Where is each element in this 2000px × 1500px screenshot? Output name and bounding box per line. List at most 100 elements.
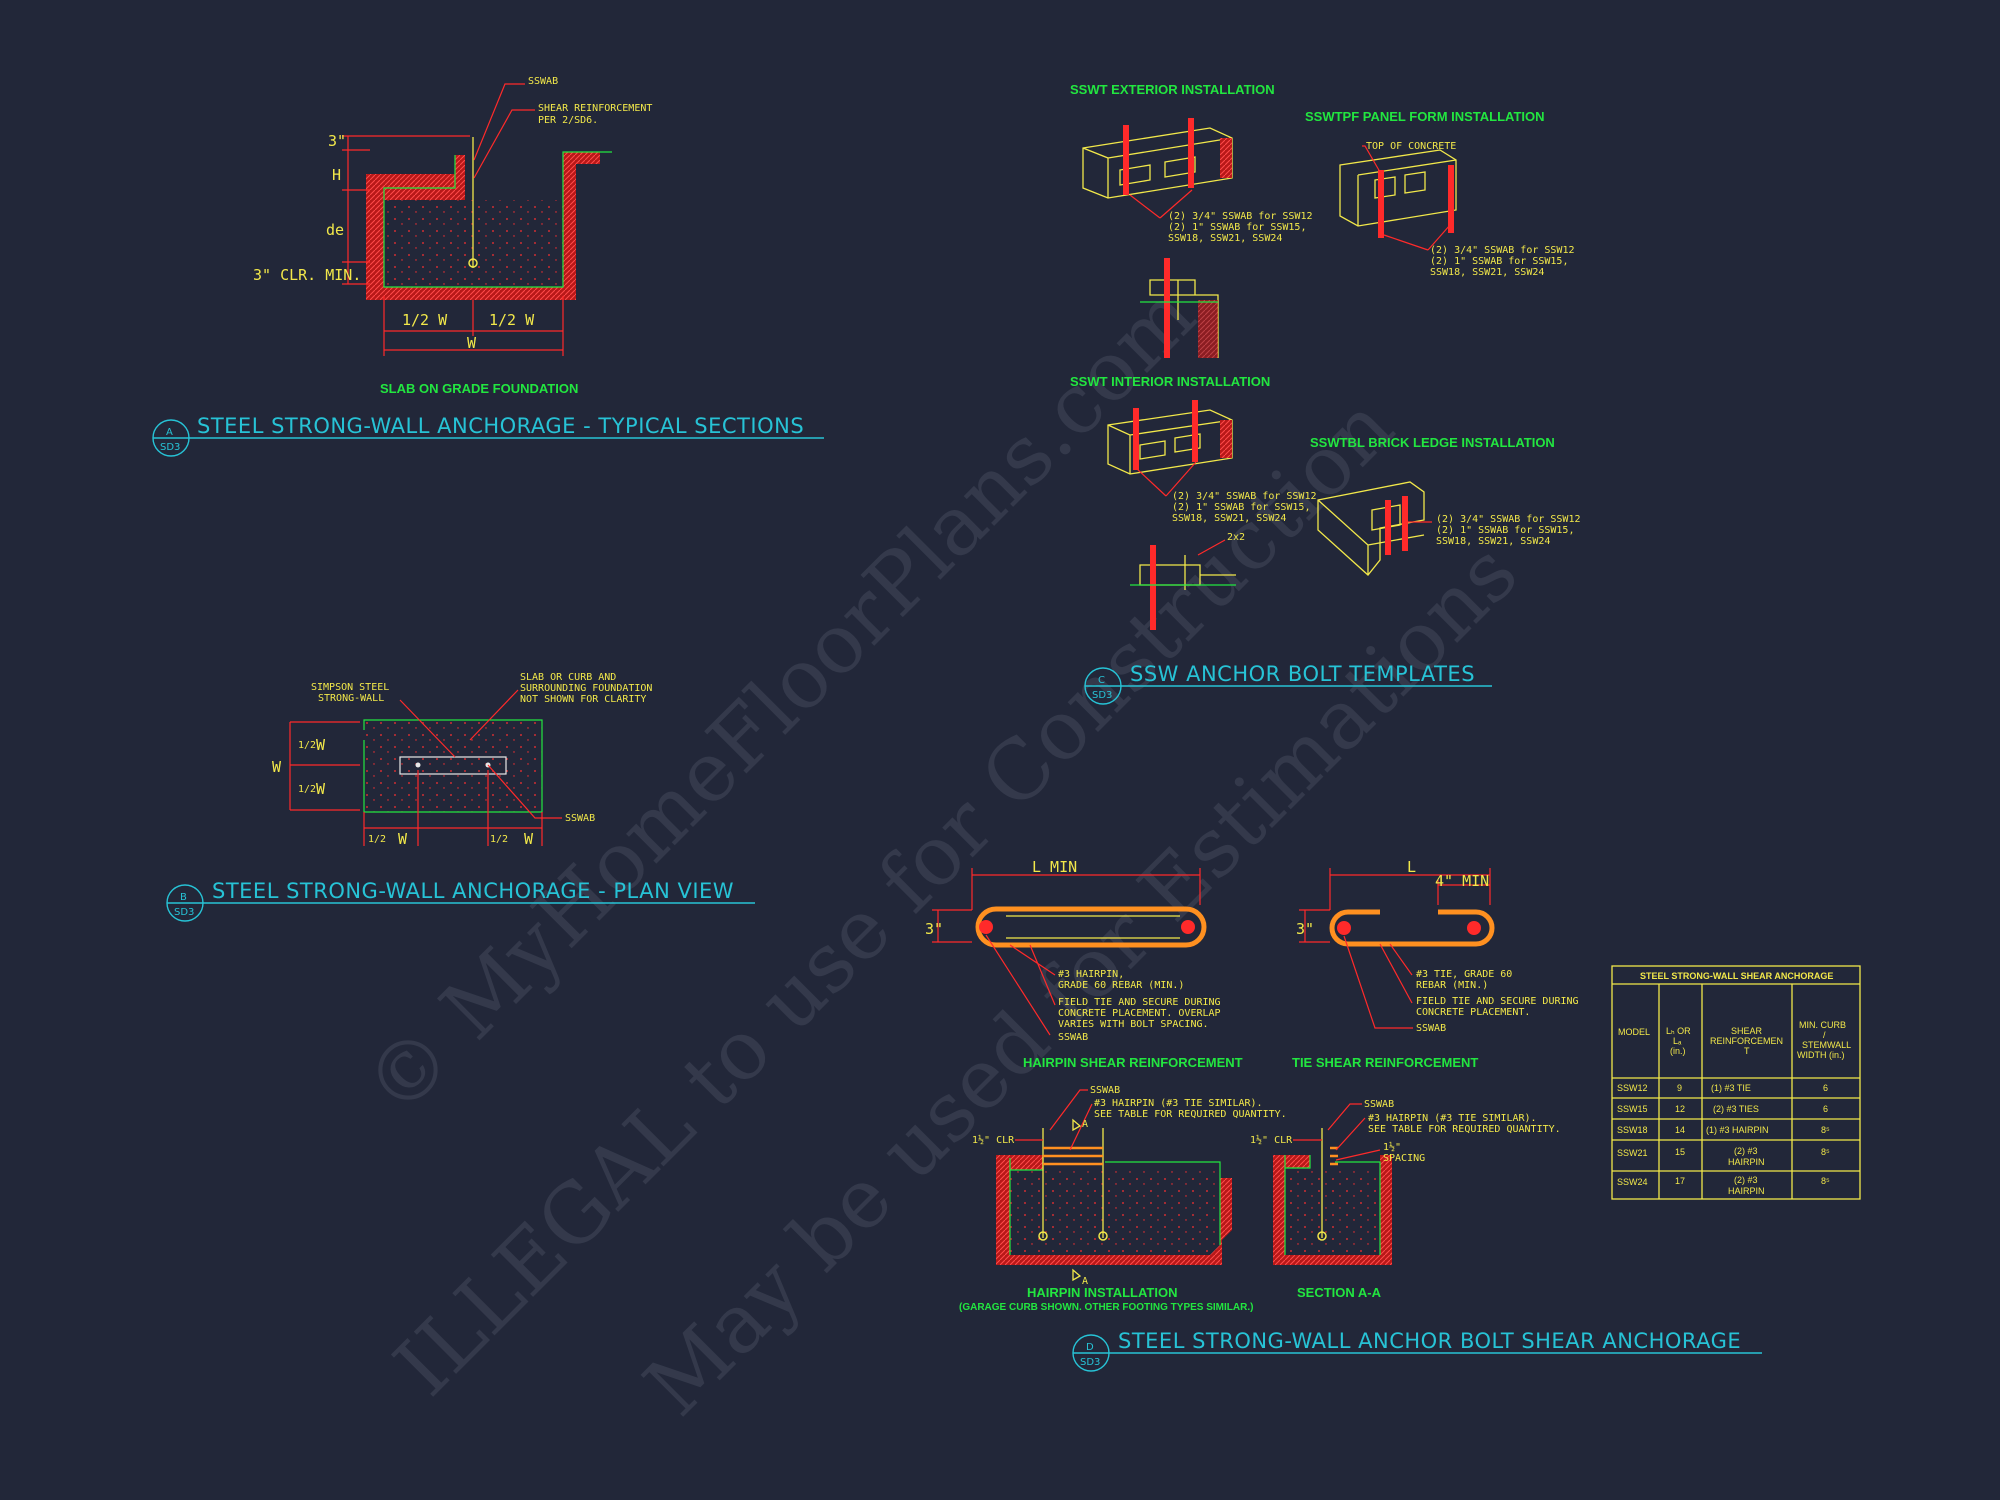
detail-b-title: STEEL STRONG-WALL ANCHORAGE - PLAN VIEW — [212, 879, 734, 903]
tie-note-1: #3 TIE, GRADE 60 — [1416, 969, 1512, 980]
table-cell: 8⁵ — [1821, 1125, 1830, 1135]
th-l-3: (in.) — [1670, 1046, 1686, 1056]
ext-bolt-note-1: (2) 3/4" SSWAB for SSW12 — [1168, 211, 1313, 222]
hairpin-concrete — [1010, 1170, 1220, 1255]
panel-bolt-note-1: (2) 3/4" SSWAB for SSW12 — [1430, 245, 1575, 256]
leader-sswab-plan — [487, 764, 562, 819]
th-curb-1: MIN. CURB — [1799, 1020, 1846, 1030]
dim-de: de — [326, 221, 344, 239]
int-wall-post — [1220, 420, 1232, 458]
ext-install-title: SSWT EXTERIOR INSTALLATION — [1070, 82, 1275, 97]
th-shear-2: REINFORCEMEN — [1710, 1036, 1783, 1046]
frac-top: 1/2 — [298, 740, 316, 751]
dim-half-w-left: 1/2 W — [402, 311, 448, 329]
ext-leader — [1129, 189, 1193, 219]
table-cell: 12 — [1675, 1104, 1685, 1114]
panel-bolt-2 — [1448, 165, 1454, 233]
dim-3-inch: 3" — [328, 132, 346, 150]
brick-bolt-note-3: SSW18, SSW21, SSW24 — [1436, 536, 1550, 547]
int-bolt-note-2: (2) 1" SSWAB for SSW15, — [1172, 502, 1310, 513]
table-columns — [1658, 984, 1793, 1199]
aa-hairpin — [1330, 1146, 1338, 1166]
ext-bolt-note-2: (2) 1" SSWAB for SSW15, — [1168, 222, 1306, 233]
label-slab-3: NOT SHOWN FOR CLARITY — [520, 694, 646, 705]
detail-c-title: SSW ANCHOR BOLT TEMPLATES — [1130, 662, 1475, 686]
section-cut-bottom — [1072, 1268, 1082, 1282]
tag-sheet: SD3 — [174, 907, 194, 918]
tag-letter: C — [1098, 675, 1105, 686]
detail-a-title: STEEL STRONG-WALL ANCHORAGE - TYPICAL SE… — [197, 414, 804, 438]
table-title: STEEL STRONG-WALL SHEAR ANCHORAGE — [1640, 971, 1833, 981]
plan-dims — [289, 721, 543, 846]
th-curb-3: STEMWALL — [1802, 1040, 1851, 1050]
dim-4-min: 4" MIN — [1435, 872, 1489, 890]
hairpin-leaders — [985, 934, 1056, 1036]
shear-anchorage-table: STEEL STRONG-WALL SHEAR ANCHORAGE MODEL … — [1611, 965, 1861, 1200]
int-bolt-note-3: SSW18, SSW21, SSW24 — [1172, 513, 1286, 524]
tie-note-5: SSWAB — [1416, 1023, 1446, 1034]
aa-note-1: SSWAB — [1364, 1099, 1394, 1110]
th-l-1: Lₕ OR — [1666, 1026, 1691, 1036]
table-cell: 17 — [1675, 1176, 1685, 1186]
panel-bolt-note-2: (2) 1" SSWAB for SSW15, — [1430, 256, 1568, 267]
brick-bolt-note-1: (2) 3/4" SSWAB for SSW12 — [1436, 514, 1581, 525]
detail-d-shear-anchorage: L MIN 3" #3 HAIRPIN, GRADE 60 REBAR (MIN… — [925, 858, 1762, 1372]
hp-note-6: SSWAB — [1058, 1032, 1088, 1043]
int-leader-2x2 — [1197, 539, 1226, 556]
footing-hatch — [366, 155, 465, 186]
hp-note-4: CONCRETE PLACEMENT. OVERLAP — [1058, 1008, 1221, 1019]
panel-leader-top — [1362, 145, 1381, 173]
table-cell: (2) #3 — [1734, 1146, 1758, 1156]
table-cell: HAIRPIN — [1728, 1157, 1765, 1167]
inst-note-3: SEE TABLE FOR REQUIRED QUANTITY. — [1094, 1109, 1287, 1120]
aa-concrete — [1285, 1168, 1380, 1255]
table-cell: 9 — [1677, 1083, 1682, 1093]
section-cut-top — [1072, 1118, 1082, 1132]
hairpin-title: HAIRPIN SHEAR REINFORCEMENT — [1023, 1055, 1243, 1070]
dim-w: W — [467, 334, 477, 352]
dim-3-hairpin: 3" — [925, 920, 943, 938]
aa-note-2: #3 HAIRPIN (#3 TIE SIMILAR). — [1368, 1113, 1537, 1124]
tie-bolt-left — [1337, 921, 1351, 935]
label-simpson-2: STRONG-WALL — [318, 693, 384, 704]
tag-sheet: SD3 — [160, 442, 180, 453]
detail-c-anchor-bolt-templates: SSWT EXTERIOR INSTALLATION (2) 3/4" SSWA… — [1070, 82, 1581, 705]
panel-form-title: SSWTPF PANEL FORM INSTALLATION — [1305, 109, 1545, 124]
tag-letter: D — [1086, 1342, 1094, 1353]
tag-letter: A — [166, 427, 173, 438]
dim-half-w-top: W — [316, 736, 326, 754]
int-bolt-1 — [1133, 408, 1139, 470]
th-l-2: Lₐ — [1673, 1036, 1682, 1046]
ext-section-hatch — [1198, 300, 1218, 358]
leader-sswab — [473, 83, 525, 161]
tie-title: TIE SHEAR REINFORCEMENT — [1292, 1055, 1478, 1070]
tie-note-3: FIELD TIE AND SECURE DURING — [1416, 996, 1579, 1007]
hp-note-5: VARIES WITH BOLT SPACING. — [1058, 1019, 1209, 1030]
dim-w-plan: W — [272, 758, 282, 776]
detail-b-plan-view: SIMPSON STEEL STRONG-WALL SLAB OR CURB A… — [166, 672, 755, 922]
leader-simpson — [399, 699, 456, 758]
int-install-title: SSWT INTERIOR INSTALLATION — [1070, 374, 1270, 389]
dim-horizontal — [383, 296, 564, 356]
table-cell: 8⁵ — [1821, 1147, 1830, 1157]
hp-nut-1 — [1038, 1231, 1048, 1241]
hairpin-bars — [1043, 1146, 1103, 1166]
table-frame — [1611, 965, 1861, 1200]
leader-slab — [469, 689, 519, 741]
label-2x2: 2x2 — [1227, 532, 1245, 543]
label-slab-1: SLAB OR CURB AND — [520, 672, 616, 683]
tag-sheet: SD3 — [1092, 690, 1112, 701]
ext-section-bolt — [1164, 258, 1170, 358]
ext-bolt-note-3: SSW18, SSW21, SSW24 — [1168, 233, 1282, 244]
aa-spacing-1: 1½" — [1383, 1141, 1401, 1153]
th-shear-1: SHEAR — [1731, 1026, 1763, 1036]
int-bolt-note-1: (2) 3/4" SSWAB for SSW12 — [1172, 491, 1317, 502]
dim-half-w-bottom: W — [316, 780, 326, 798]
table-cell: SSW18 — [1617, 1125, 1648, 1135]
table-cell: 6 — [1823, 1083, 1828, 1093]
dim-half-w-right: 1/2 W — [489, 311, 535, 329]
brick-ledge-title: SSWTBL BRICK LEDGE INSTALLATION — [1310, 435, 1555, 450]
table-cell: 15 — [1675, 1147, 1685, 1157]
ext-wall-post — [1220, 138, 1232, 178]
sec-a-bottom: A — [1082, 1276, 1088, 1287]
